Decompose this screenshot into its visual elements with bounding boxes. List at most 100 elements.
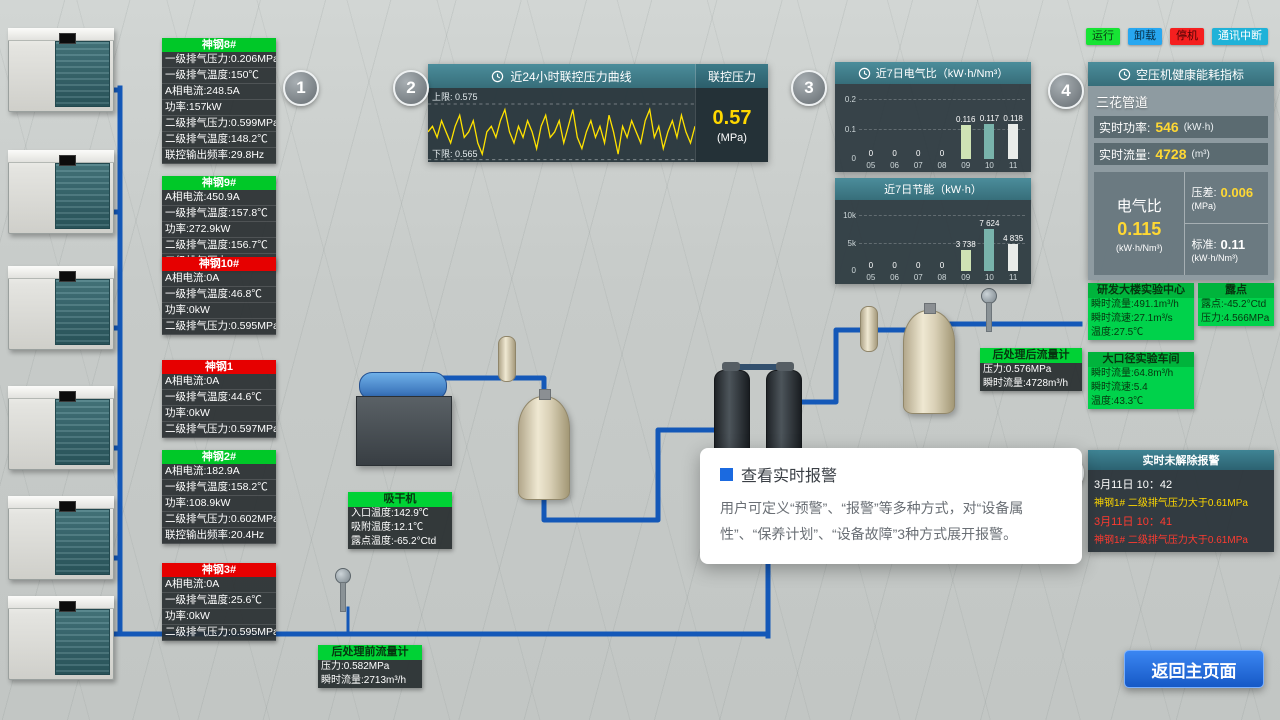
status-button-停机[interactable]: 停机 [1170,28,1204,45]
x-tick-label: 05 [866,273,876,282]
compressor-unit-神钢8#[interactable] [8,28,114,112]
compressor-unit-神钢10#[interactable] [8,266,114,350]
status-button-通讯中断[interactable]: 通讯中断 [1212,28,1268,45]
compressor-screen [58,391,76,403]
tower-cap-left [722,362,740,371]
step-badge-4[interactable]: 4 [1048,73,1084,109]
inline-filter-2 [860,306,878,352]
gridline [859,99,1025,100]
data-row: 一级排气温度:157.8℃ [162,206,276,222]
realtime-flow-row: 实时流量:4728(m³) [1094,143,1268,165]
x-tick-label: 08 [937,161,947,170]
bar-value-label: 4 835 [1003,234,1024,243]
electric-ratio-value: 0.115 [1117,218,1162,239]
clock-icon [491,70,504,83]
step-badge-3[interactable]: 3 [791,70,827,106]
site-panel-title: 研发大楼实验中心 [1088,283,1194,298]
status-legend-bar: 运行卸载停机通讯中断 [1086,28,1268,45]
air-receiver-tank-2 [903,303,955,414]
tower-column-right [766,370,802,456]
data-row: 一级排气温度:44.6℃ [162,390,276,406]
bar-value-label: 0.118 [1003,114,1023,123]
compressor-screen [58,501,76,513]
pressure-trend-line [428,107,695,157]
data-row: 露点温度:-65.2°Ctd [348,535,452,549]
bar-value-label: 0 [939,149,945,158]
status-button-卸载[interactable]: 卸载 [1128,28,1162,45]
step-badge-1[interactable]: 1 [283,70,319,106]
bar-value-label: 0 [916,261,921,270]
gridline [859,215,1025,216]
bar-value-label: 3 738 [955,240,976,249]
compressor-front-panel [54,41,110,107]
meter-panel-title: 后处理前流量计 [318,645,422,660]
compressor-unit-神钢9#[interactable] [8,150,114,234]
x-tick-label: 10 [984,161,994,170]
tooltip-title: 查看实时报警 [741,468,838,485]
data-row: A相电流:248.5A [162,84,276,100]
data-row: 压力:4.566MPa [1198,312,1274,326]
data-row: 瞬时流量:64.8m³/h [1088,367,1194,381]
bar-value-label: 0 [868,149,874,158]
data-row: 联控输出频率:29.8Hz [162,148,276,164]
y-tick-label: 0.1 [844,124,856,134]
data-row: A相电流:0A [162,374,276,390]
bar-09 [960,125,971,159]
compressor-screen [58,33,76,45]
compressor-name-header: 神钢10# [162,257,276,271]
compressor-unit-神钢2#[interactable] [8,496,114,580]
flow-meter-instrument-pre [334,568,351,612]
data-row: A相电流:0A [162,271,276,287]
pressure-diff-box: 压差:0.006 (MPa) [1191,184,1254,212]
tooltip-title-row: 查看实时报警 [720,462,1062,486]
status-button-运行[interactable]: 运行 [1086,28,1120,45]
chart-icon [858,67,871,80]
data-row: 二级排气压力:0.595MPa [162,625,276,641]
x-tick-label: 09 [961,161,971,170]
y-tick-label: 0 [851,154,856,163]
compressor-name-header: 神钢1 [162,360,276,374]
compressor-unit-神钢3#[interactable] [8,596,114,680]
alarm-text: 神钢1# 二级排气压力大于0.61MPa [1094,498,1248,509]
pressure-trend-title: 近24小时联控压力曲线 [510,69,632,84]
tooltip-body: 用户可定义“预警”、“报警”等多种方式，对“设备属性”、“保养计划”、“设备故障… [720,500,1024,542]
desiccant-dryer-unit [356,372,452,466]
data-row: 一级排气温度:150℃ [162,68,276,84]
data-row: 二级排气压力:0.595MPa [162,319,276,335]
saving-7d-header: 近7日节能（kW·h） [835,178,1031,200]
y-tick-label: 0.2 [844,95,856,104]
tower-cap-right [776,362,794,371]
tour-tooltip: 查看实时报警 用户可定义“预警”、“报警”等多种方式，对“设备属性”、“保养计划… [700,448,1082,564]
step-badge-2[interactable]: 2 [393,70,429,106]
data-row: 瞬时流量:4728m³/h [980,377,1082,391]
trend-line-svg [428,103,695,161]
flow-meter-instrument-post [980,288,997,332]
data-row: 功率:157kW [162,100,276,116]
health-energy-panel: 空压机健康能耗指标 三花管道 实时功率:546(kW·h) 实时流量:4728(… [1088,62,1274,280]
standard-value: 0.11 [1220,236,1246,252]
bar-value-label: 0 [939,261,945,270]
return-home-button[interactable]: 返回主页面 [1124,650,1264,688]
tank-to-towers-pipe [541,427,717,523]
compressor-unit-神钢1[interactable] [8,386,114,470]
data-row: 入口温度:142.9℃ [348,507,452,521]
compressor-front-panel [54,163,110,229]
compressor-name-header: 神钢9# [162,176,276,190]
upper-limit-label: 上限: 0.575 [432,92,478,102]
bar-11 [1008,244,1019,271]
